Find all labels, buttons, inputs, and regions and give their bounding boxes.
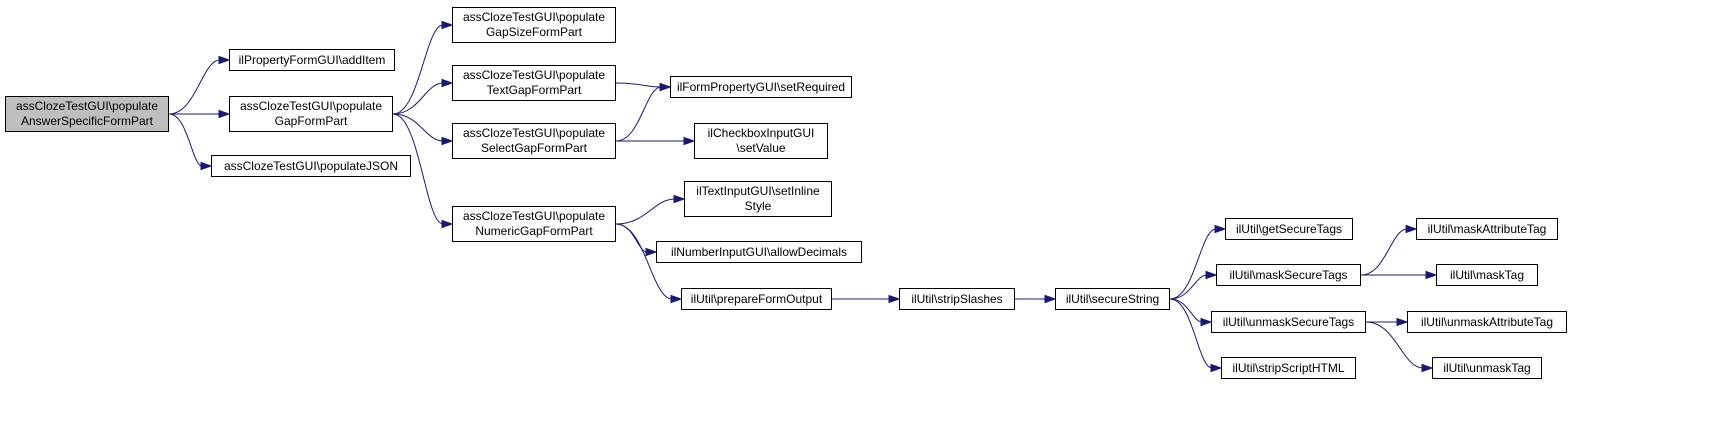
- graph-node-n14[interactable]: ilUtil\secureString: [1055, 288, 1170, 310]
- arrowhead-n17-n22: [1421, 363, 1434, 373]
- arrowhead-n0-n1: [218, 55, 231, 65]
- arrowhead-n6-n8: [659, 82, 672, 92]
- edge-n7-n10: [615, 198, 676, 225]
- edge-n0-n1: [168, 59, 221, 115]
- graph-node-n16[interactable]: ilUtil\maskSecureTags: [1216, 264, 1361, 286]
- arrowhead-n0-n2: [218, 109, 231, 119]
- edge-n5-n8: [615, 82, 662, 88]
- graph-node-n19[interactable]: ilUtil\maskAttributeTag: [1416, 218, 1558, 240]
- graph-node-n20[interactable]: ilUtil\maskTag: [1436, 264, 1538, 286]
- arrowhead-n2-n7: [441, 219, 454, 229]
- graph-node-n11[interactable]: ilNumberInputGUI\allowDecimals: [656, 241, 862, 263]
- graph-node-n1[interactable]: ilPropertyFormGUI\addItem: [229, 49, 395, 71]
- graph-node-n2[interactable]: assClozeTestGUI\populate GapFormPart: [229, 96, 393, 132]
- edge-n14-n18: [1169, 298, 1213, 369]
- arrowhead-n0-n3: [200, 161, 213, 171]
- arrowhead-n12-n13: [888, 294, 901, 304]
- graph-node-n0: assClozeTestGUI\populate AnswerSpecificF…: [5, 96, 169, 132]
- edge-n17-n22: [1365, 321, 1424, 369]
- graph-node-n18[interactable]: ilUtil\stripScriptHTML: [1221, 357, 1356, 379]
- graph-node-n5[interactable]: assClozeTestGUI\populate TextGapFormPart: [452, 65, 616, 101]
- arrowhead-n2-n6: [441, 136, 454, 146]
- graph-node-n8[interactable]: ilFormPropertyGUI\setRequired: [670, 76, 852, 98]
- arrowhead-n13-n14: [1044, 294, 1057, 304]
- graph-node-n15[interactable]: ilUtil\getSecureTags: [1225, 218, 1353, 240]
- edge-n2-n5: [392, 82, 444, 115]
- edge-n16-n19: [1360, 228, 1408, 276]
- arrowhead-n16-n20: [1425, 270, 1438, 280]
- graph-node-n12[interactable]: ilUtil\prepareFormOutput: [681, 288, 832, 310]
- edge-n7-n11: [615, 223, 648, 253]
- edge-n6-n8: [615, 86, 662, 142]
- graph-node-n6[interactable]: assClozeTestGUI\populate SelectGapFormPa…: [452, 123, 616, 159]
- edge-n7-n12: [615, 223, 673, 300]
- arrowhead-n7-n11: [645, 247, 658, 257]
- arrowhead-n17-n21: [1396, 317, 1409, 327]
- arrowhead-n14-n18: [1210, 363, 1223, 373]
- graph-node-n4[interactable]: assClozeTestGUI\populate GapSizeFormPart: [452, 7, 616, 43]
- arrowhead-n16-n19: [1405, 224, 1418, 234]
- edge-n14-n17: [1169, 298, 1203, 323]
- graph-node-n13[interactable]: ilUtil\stripSlashes: [899, 288, 1015, 310]
- arrowhead-n6-n9: [683, 136, 696, 146]
- graph-node-n3[interactable]: assClozeTestGUI\populateJSON: [211, 155, 411, 177]
- edge-n2-n6: [392, 113, 444, 142]
- edge-n0-n3: [168, 113, 203, 167]
- arrowhead-n7-n10: [673, 194, 686, 204]
- edge-n14-n15: [1169, 228, 1217, 300]
- arrowhead-n7-n12: [670, 294, 683, 304]
- arrowhead-n14-n15: [1214, 224, 1227, 234]
- graph-node-n7[interactable]: assClozeTestGUI\populate NumericGapFormP…: [452, 206, 616, 242]
- edge-n14-n16: [1169, 274, 1208, 300]
- arrowhead-n14-n17: [1200, 317, 1213, 327]
- arrowhead-n14-n16: [1205, 270, 1218, 280]
- graph-node-n10[interactable]: ilTextInputGUI\setInline Style: [684, 181, 832, 217]
- edge-n2-n7: [392, 113, 444, 225]
- graph-node-n21[interactable]: ilUtil\unmaskAttributeTag: [1407, 311, 1567, 333]
- edge-n2-n4: [392, 24, 444, 115]
- arrowhead-n2-n4: [441, 20, 454, 30]
- arrowhead-n2-n5: [441, 78, 454, 88]
- graph-node-n9[interactable]: ilCheckboxInputGUI \setValue: [694, 123, 828, 159]
- graph-node-n17[interactable]: ilUtil\unmaskSecureTags: [1211, 311, 1366, 333]
- graph-node-n22[interactable]: ilUtil\unmaskTag: [1432, 357, 1542, 379]
